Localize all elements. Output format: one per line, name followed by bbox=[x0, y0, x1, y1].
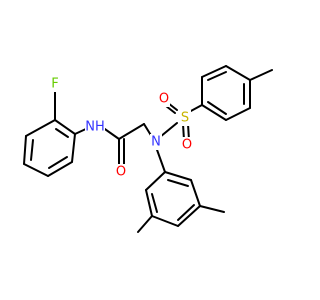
sulfur-bg bbox=[179, 110, 191, 126]
bond bbox=[201, 104, 227, 121]
bond bbox=[25, 119, 56, 137]
bond bbox=[249, 69, 273, 81]
bond bbox=[145, 171, 166, 191]
amide-nh-bg bbox=[85, 118, 105, 136]
fluorine-bg bbox=[49, 76, 61, 92]
bond bbox=[145, 189, 153, 217]
sulfonyl-oxygen-lower-bg bbox=[181, 137, 193, 153]
fluorophenyl-ring bbox=[23, 119, 76, 177]
bond bbox=[188, 104, 203, 113]
bond bbox=[207, 71, 227, 81]
sulfonyl-oxygen-lower-label: O bbox=[182, 138, 192, 153]
bond bbox=[47, 161, 73, 177]
bond bbox=[225, 107, 251, 121]
bond bbox=[207, 101, 227, 115]
amide-nh-label: NH bbox=[85, 120, 105, 135]
bond bbox=[30, 139, 34, 161]
bond bbox=[71, 133, 76, 163]
bond bbox=[151, 215, 179, 227]
sulfur-label: S bbox=[181, 111, 189, 126]
bond bbox=[118, 123, 145, 140]
dimethylphenyl-ring bbox=[137, 146, 225, 233]
molecule-structure: NH F O N S O O bbox=[23, 65, 273, 233]
bond bbox=[201, 65, 227, 78]
bond bbox=[190, 179, 201, 207]
bond bbox=[48, 156, 68, 169]
bond bbox=[164, 171, 192, 181]
bond bbox=[177, 205, 201, 227]
bond bbox=[225, 65, 251, 81]
carbonyl-oxygen-label: O bbox=[116, 165, 126, 180]
sulfonyl-oxygen-upper-label: O bbox=[159, 92, 169, 107]
bond bbox=[167, 179, 189, 187]
bond bbox=[159, 122, 178, 138]
bond bbox=[199, 205, 225, 213]
bond bbox=[151, 193, 158, 213]
bond bbox=[165, 105, 176, 114]
sulfonamide-nitrogen-bg bbox=[150, 134, 162, 150]
fluorine-label: F bbox=[51, 77, 58, 92]
carbonyl-oxygen-bg bbox=[115, 164, 127, 180]
bond bbox=[23, 163, 49, 177]
sulfonyl-oxygen-upper-bg bbox=[158, 91, 170, 107]
tolyl-ring bbox=[201, 65, 273, 121]
sulfonamide-nitrogen-label: N bbox=[151, 135, 161, 150]
bond bbox=[137, 215, 153, 233]
bond bbox=[177, 204, 195, 221]
bond bbox=[54, 119, 76, 135]
bond bbox=[23, 135, 27, 165]
bond bbox=[155, 146, 166, 173]
bond bbox=[55, 128, 69, 138]
atom-labels: NH F O N S O O bbox=[49, 76, 193, 180]
